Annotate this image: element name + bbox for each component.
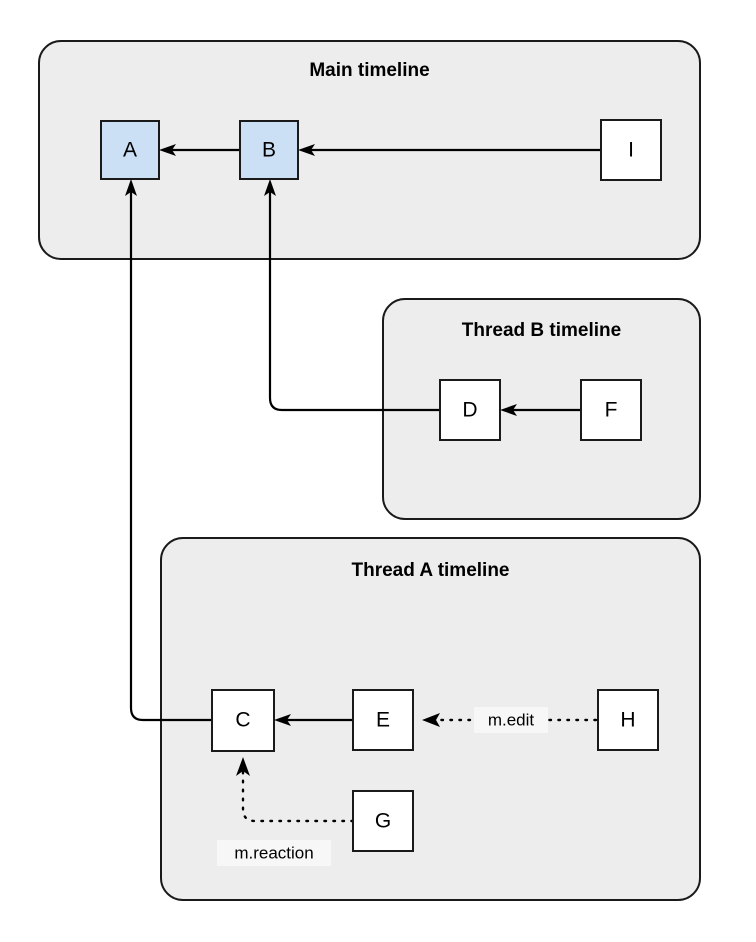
- node-d-rect: [439, 379, 501, 441]
- edge-g-to-c: [236, 757, 355, 823]
- node-f[interactable]: F: [580, 379, 642, 441]
- node-d[interactable]: D: [439, 379, 501, 441]
- panel-thread-a-timeline-title: Thread A timeline: [351, 560, 509, 581]
- edge-c-to-a-arrowhead: [125, 179, 137, 196]
- edge-label-m-edit: m.edit: [474, 707, 548, 733]
- edge-b-to-a-arrowhead: [159, 144, 176, 156]
- edge-d-to-b: [264, 179, 440, 412]
- node-f-label: F: [605, 399, 618, 422]
- node-b-label: B: [262, 139, 276, 162]
- edge-f-to-d-arrowhead: [500, 404, 517, 416]
- edge-label-m-edit-text: m.edit: [488, 710, 535, 729]
- edge-e-to-c-arrowhead: [274, 714, 291, 726]
- node-e[interactable]: E: [352, 689, 414, 751]
- edge-label-m-reaction-bg: [217, 840, 331, 866]
- edge-label-m-edit-bg: [474, 707, 548, 733]
- edge-f-to-d: [500, 404, 581, 416]
- node-g[interactable]: G: [352, 790, 414, 852]
- node-a-rect: [100, 120, 160, 180]
- edge-c-to-a-path: [129, 188, 212, 722]
- node-h-label: H: [620, 709, 635, 732]
- edge-h-to-e-arrowhead: [422, 713, 440, 727]
- edge-i-to-b-arrowhead: [298, 144, 315, 156]
- node-g-rect: [352, 790, 414, 852]
- edge-g-to-c-arrowhead: [236, 757, 250, 776]
- node-f-rect: [580, 379, 642, 441]
- node-a-label: A: [123, 139, 137, 162]
- node-e-label: E: [376, 709, 390, 732]
- node-c-label: C: [235, 709, 250, 732]
- node-c[interactable]: C: [211, 689, 275, 752]
- edge-c-to-a: [125, 179, 212, 722]
- edge-d-to-b-arrowhead: [264, 179, 276, 196]
- node-c-rect: [211, 689, 275, 752]
- node-h-rect: [597, 689, 659, 751]
- edge-label-m-reaction-text: m.reaction: [234, 843, 313, 862]
- node-i[interactable]: I: [600, 119, 662, 181]
- edge-b-to-a: [159, 144, 240, 156]
- node-b-rect: [239, 120, 299, 180]
- panel-thread-b-timeline-title: Thread B timeline: [462, 320, 621, 341]
- edge-e-to-c: [274, 714, 353, 726]
- node-h[interactable]: H: [597, 689, 659, 751]
- edge-g-to-c-path: [241, 767, 355, 823]
- node-d-label: D: [462, 399, 477, 422]
- node-g-label: G: [375, 810, 391, 833]
- node-e-rect: [352, 689, 414, 751]
- panel-main-timeline-title: Main timeline: [309, 60, 429, 81]
- edge-d-to-b-path: [268, 188, 440, 412]
- node-i-label: I: [628, 139, 634, 162]
- node-b[interactable]: B: [239, 120, 299, 180]
- edge-label-m-reaction: m.reaction: [217, 840, 331, 866]
- edge-i-to-b: [298, 144, 601, 156]
- node-a[interactable]: A: [100, 120, 160, 180]
- node-i-rect: [600, 119, 662, 181]
